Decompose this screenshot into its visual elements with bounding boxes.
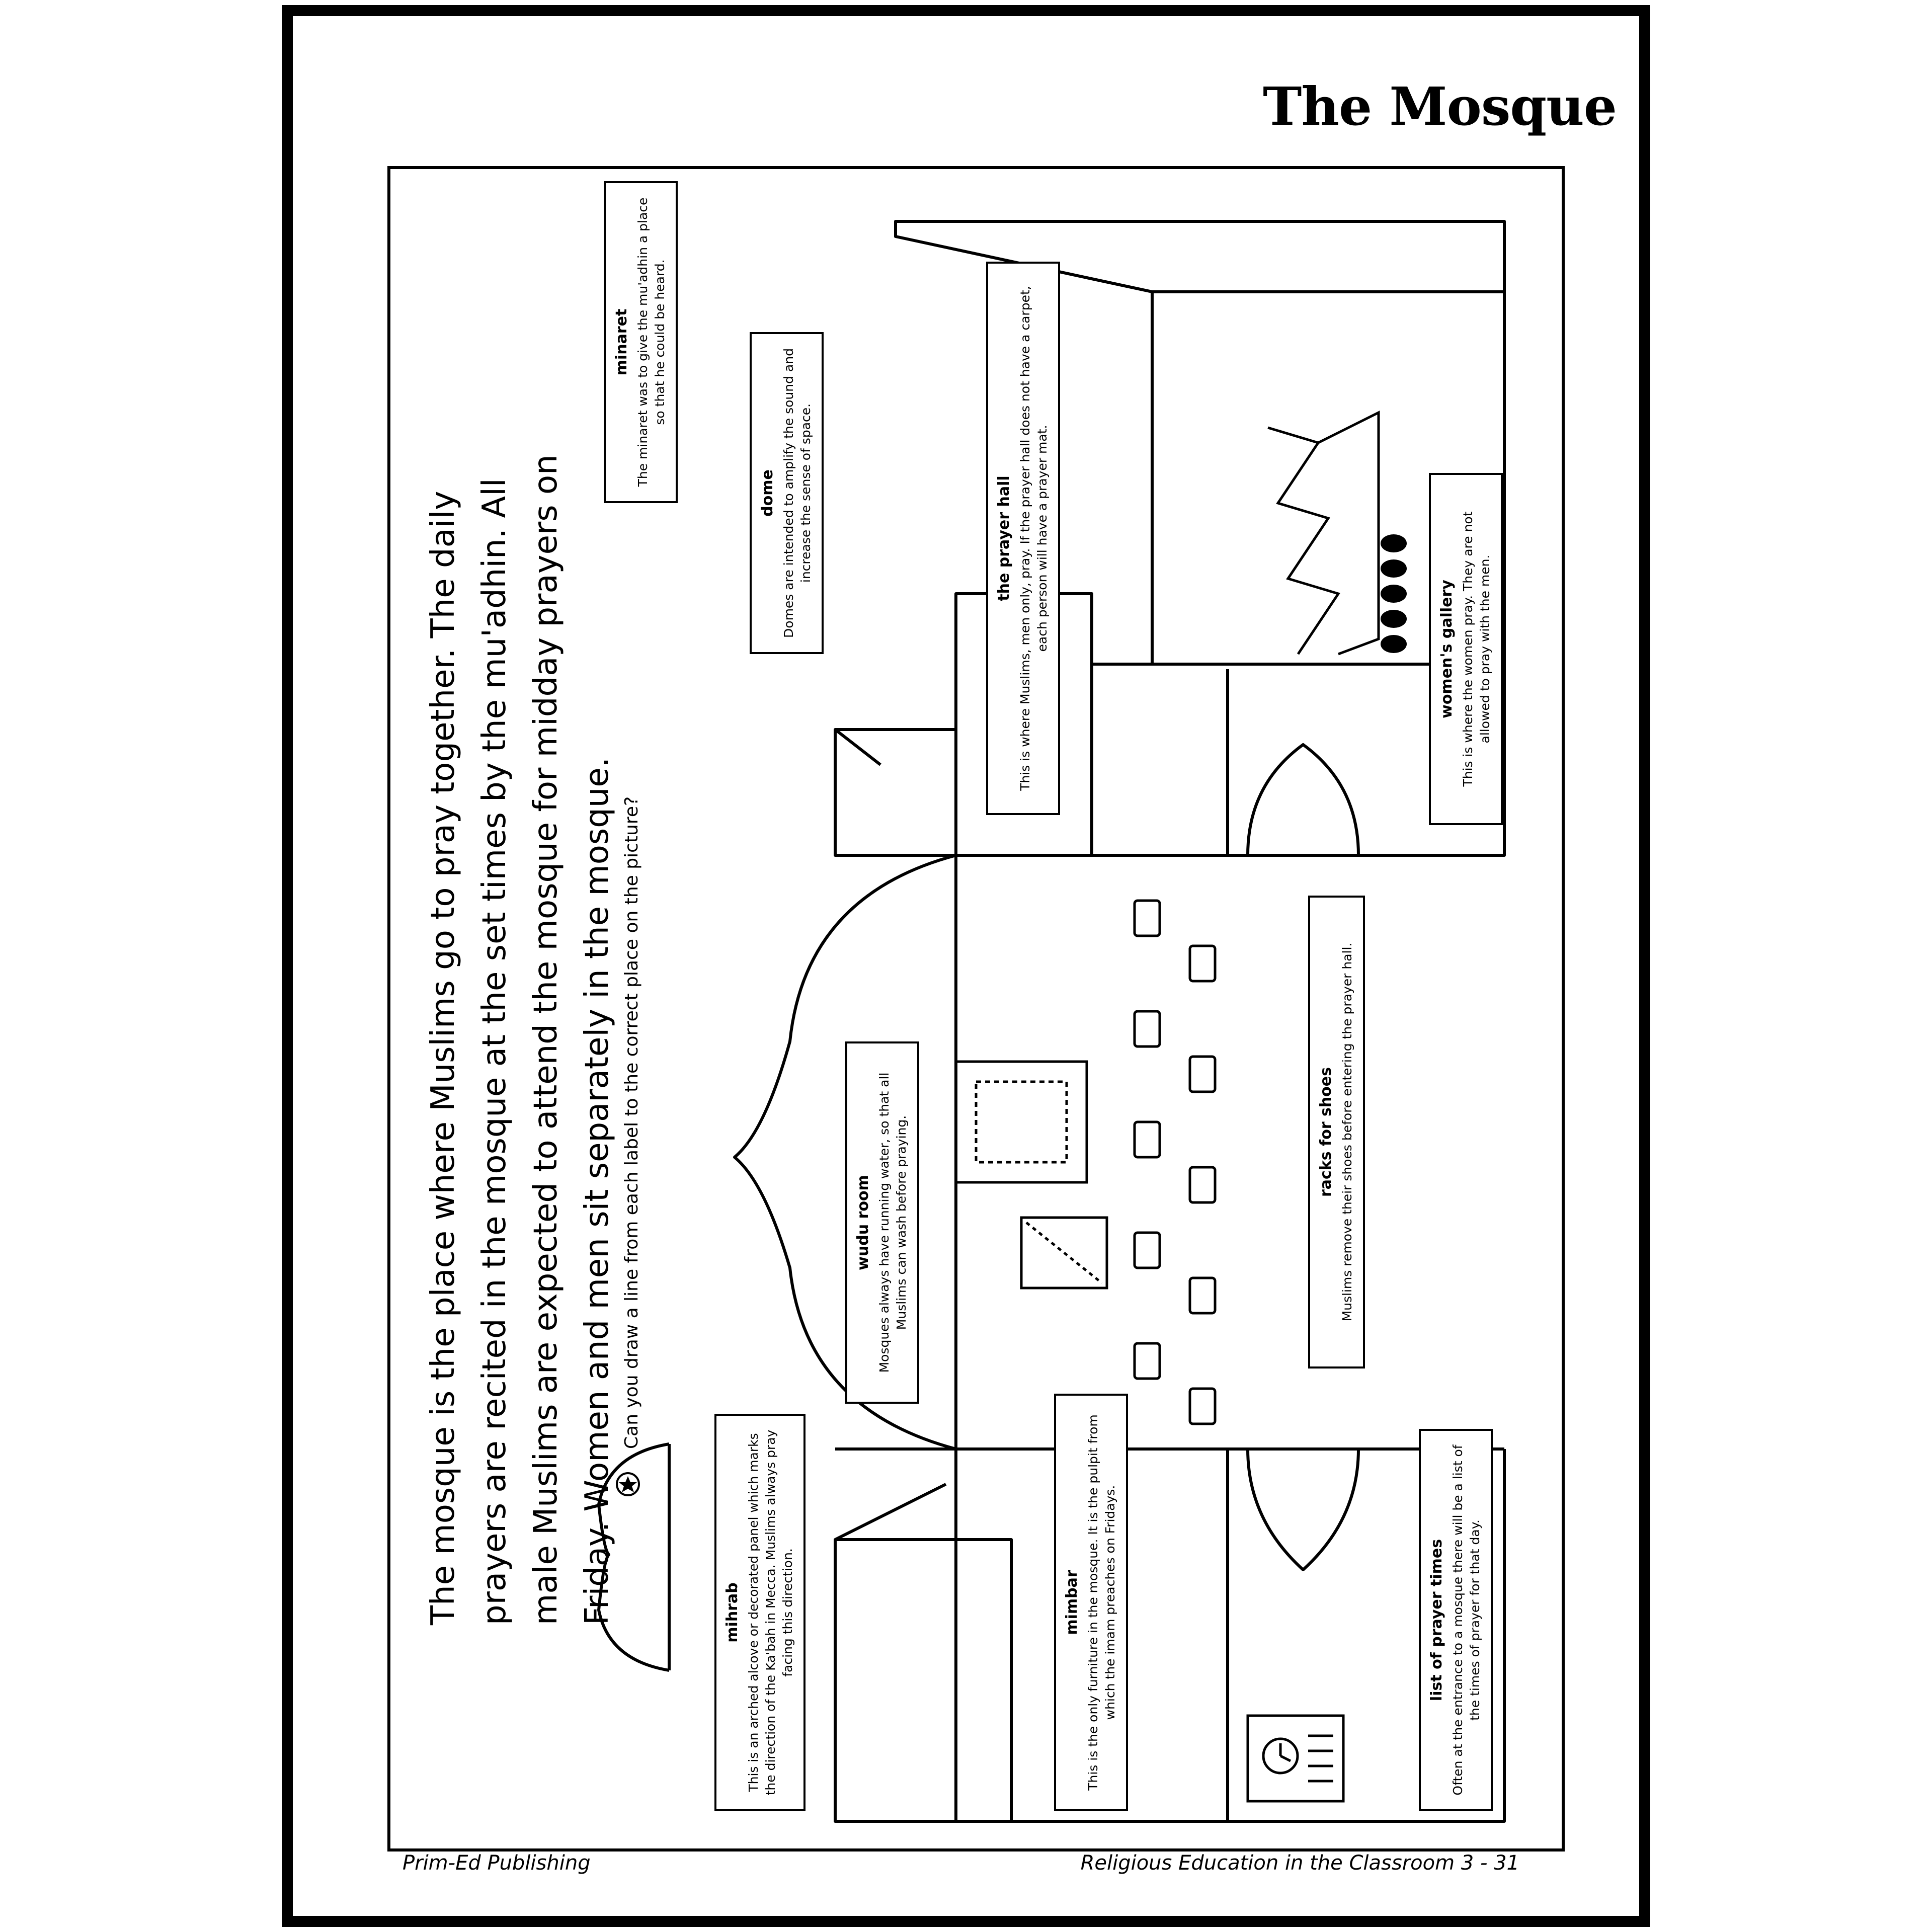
footer-book-page: Religious Education in the Classroom 3 -… xyxy=(1080,1852,1519,1875)
label-dome-title: dome xyxy=(759,469,776,517)
label-mihrab: mihrab This is an arched alcove or decor… xyxy=(714,1414,806,1811)
star-crescent-icon xyxy=(616,1472,640,1496)
front-building xyxy=(954,1449,1506,1823)
label-prayer-hall: the prayer hall This is where Muslims, m… xyxy=(986,262,1060,815)
intro-line-2: prayers are recited in the mosque at the… xyxy=(476,478,513,1625)
front-arch xyxy=(1246,1448,1360,1571)
label-dome: dome Domes are intended to amplify the s… xyxy=(750,332,824,654)
minaret-structure xyxy=(894,220,1506,293)
label-mimbar-title: mimbar xyxy=(1063,1570,1081,1635)
label-prayer-hall-text: This is where Muslims, men only, pray. I… xyxy=(1018,286,1050,791)
prayer-times-board xyxy=(1246,1714,1345,1803)
page-title: The Mosque xyxy=(1263,75,1617,137)
label-prayer-times-text: Often at the entrance to a mosque there … xyxy=(1451,1444,1482,1796)
label-prayer-times-title: list of prayer times xyxy=(1428,1539,1445,1702)
wudu-fixtures xyxy=(954,1060,1108,1290)
activity-panel xyxy=(387,166,1565,1852)
activity-question: Can you draw a line from each label to t… xyxy=(621,796,642,1449)
label-minaret: minaret The minaret was to give the mu'a… xyxy=(604,181,678,503)
shoe-racks xyxy=(1133,899,1217,1425)
label-mihrab-text: This is an arched alcove or decorated pa… xyxy=(746,1429,795,1796)
intro-line-1: The mosque is the place where Muslims go… xyxy=(425,491,462,1625)
label-mimbar: mimbar This is the only furniture in the… xyxy=(1054,1394,1128,1811)
label-wudu-room: wudu room Mosques always have running wa… xyxy=(845,1041,919,1404)
mihrab-dome xyxy=(597,1442,670,1672)
intro-paragraph: The mosque is the place where Muslims go… xyxy=(418,454,623,1625)
label-womens-gallery: women's gallery This is where the women … xyxy=(1429,473,1503,825)
label-prayer-times: list of prayer times Often at the entran… xyxy=(1419,1429,1493,1811)
women-figures xyxy=(1381,534,1407,653)
main-dome xyxy=(733,854,956,1451)
label-dome-text: Domes are intended to amplify the sound … xyxy=(781,348,813,638)
label-minaret-text: The minaret was to give the mu'adhin a p… xyxy=(635,197,667,487)
label-wudu-room-text: Mosques always have running water, so th… xyxy=(877,1072,909,1373)
worksheet-page xyxy=(282,5,1650,1927)
gallery-arch-top xyxy=(1246,743,1360,856)
label-wudu-room-title: wudu room xyxy=(854,1175,872,1270)
label-minaret-title: minaret xyxy=(613,308,630,376)
intro-line-4: Friday. Women and men sit separately in … xyxy=(579,757,616,1625)
footer-publisher: Prim-Ed Publishing xyxy=(403,1852,591,1875)
label-prayer-hall-title: the prayer hall xyxy=(995,475,1013,601)
mimbar-stairs xyxy=(1267,410,1380,656)
label-womens-gallery-title: women's gallery xyxy=(1438,580,1456,718)
intro-line-3: male Muslims are expected to attend the … xyxy=(527,454,565,1625)
label-mimbar-text: This is the only furniture in the mosque… xyxy=(1086,1414,1117,1791)
label-womens-gallery-text: This is where the women pray. They are n… xyxy=(1461,511,1492,787)
label-racks-for-shoes: racks for shoes Muslims remove their sho… xyxy=(1308,896,1365,1369)
label-mihrab-title: mihrab xyxy=(723,1582,741,1643)
womens-gallery-wall xyxy=(1090,664,1506,857)
label-racks-for-shoes-text: Muslims remove their shoes before enteri… xyxy=(1340,942,1354,1322)
label-racks-for-shoes-title: racks for shoes xyxy=(1317,1067,1335,1197)
